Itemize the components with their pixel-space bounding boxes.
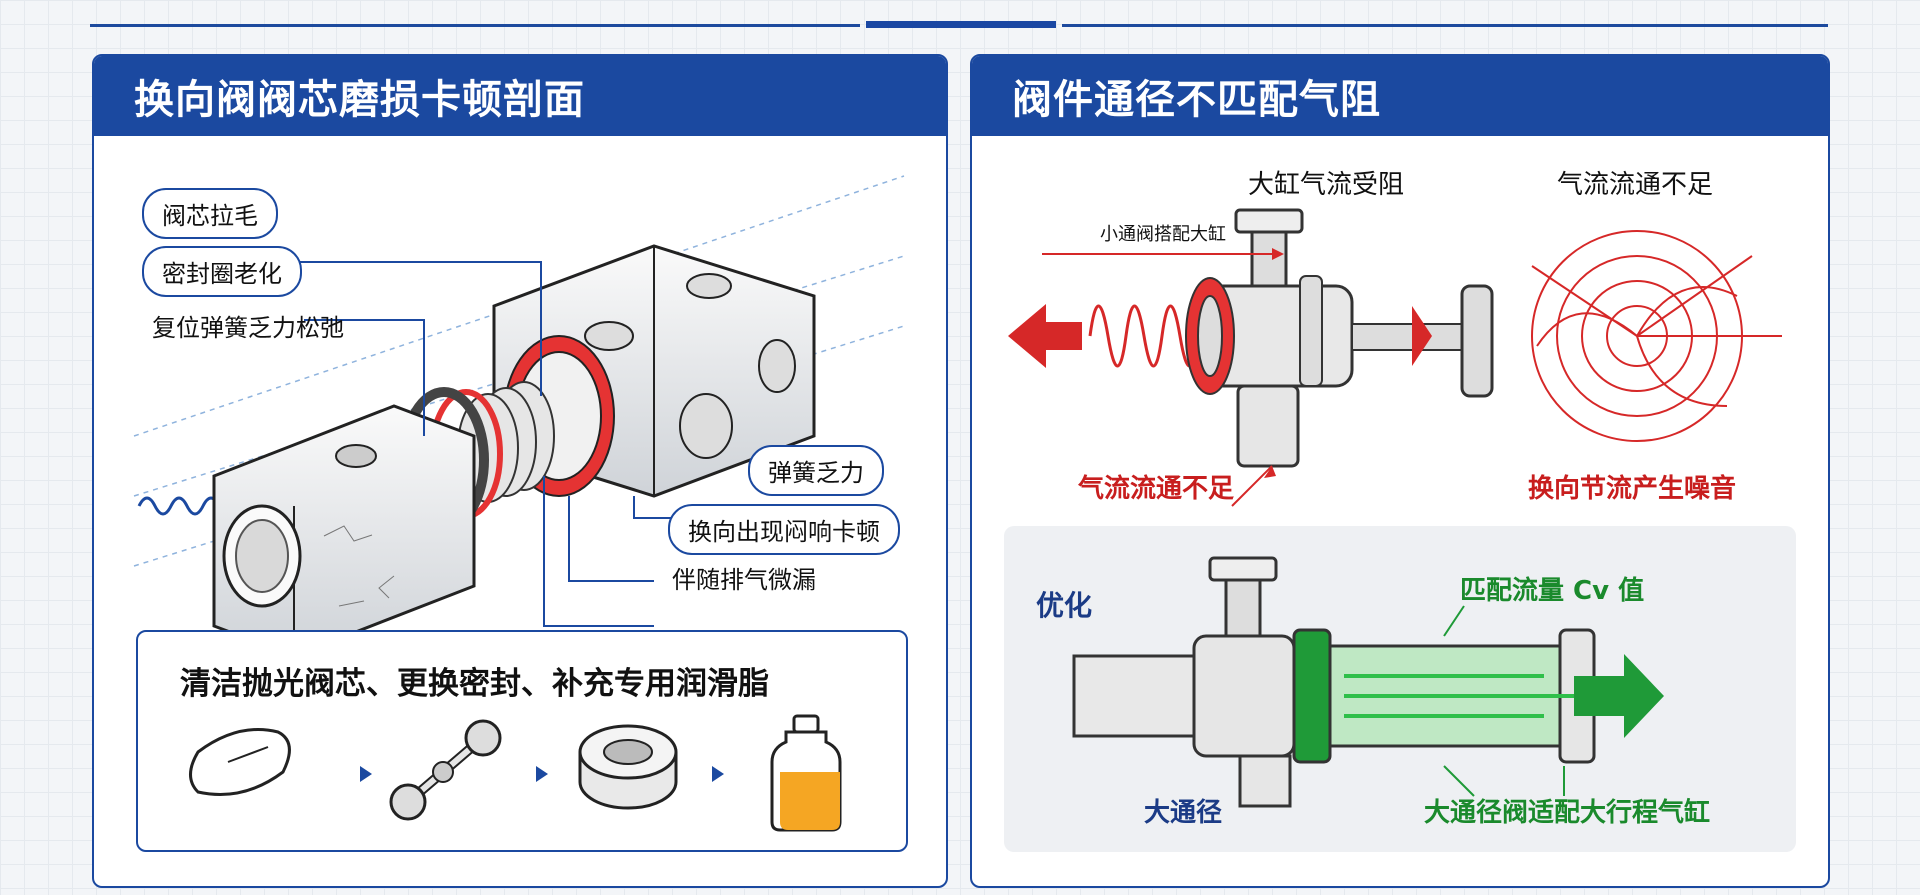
panel-title: 换向阀阀芯磨损卡顿剖面: [134, 77, 585, 123]
fix-steps: [189, 714, 842, 832]
valve-cutaway-illustration: [133, 175, 905, 658]
polishing-cloth-icon: [189, 728, 291, 796]
label-airflow-insufficient: 气流流通不足: [1078, 474, 1235, 504]
optimize-box: 优化 匹配流量 Cv 值 大通径 大通径阀适配大行程气缸: [1004, 526, 1796, 852]
callout-seal-aging: 密封圈老化: [142, 246, 302, 297]
noise-burst-icon: [1531, 230, 1782, 442]
valve-spool-icon: [389, 719, 502, 821]
callout-micro-leak: 伴随排气微漏: [672, 566, 816, 594]
label-airflow-insufficient-top: 气流流通不足: [1557, 170, 1714, 200]
arrow-icon: [360, 766, 372, 782]
callout-switching-stick: 换向出现闷响卡顿: [668, 504, 900, 555]
mismatch-illustration: [1008, 208, 1782, 507]
fix-box: 清洁抛光阀芯、更换密封、补充专用润滑脂: [136, 630, 908, 852]
label-small-valve-big-cylinder: 小通阀搭配大缸: [1100, 224, 1226, 245]
optimized-valve-illustration: [1072, 556, 1664, 808]
seal-ring-icon: [578, 724, 678, 810]
top-rule-right: [1062, 24, 1828, 27]
label-cylinder-flow-blocked: 大缸气流受阻: [1248, 170, 1405, 200]
label-large-bore: 大通径: [1144, 798, 1223, 828]
panel-header: 换向阀阀芯磨损卡顿剖面: [94, 56, 946, 136]
grease-bottle-icon: [770, 714, 842, 832]
spool-wear-panel: 换向阀阀芯磨损卡顿剖面: [92, 54, 948, 888]
top-rule-left: [90, 24, 860, 27]
arrow-icon: [536, 766, 548, 782]
label-match-cv: 匹配流量 Cv 值: [1460, 576, 1645, 606]
callout-return-spring-loose: 复位弹簧乏力松弛: [152, 314, 344, 342]
label-optimize: 优化: [1036, 589, 1093, 622]
callout-spool-scratch: 阀芯拉毛: [142, 188, 278, 239]
top-rule-accent: [866, 21, 1056, 28]
panel-title: 阀件通径不匹配气阻: [1012, 77, 1381, 123]
fix-title: 清洁抛光阀芯、更换密封、补充专用润滑脂: [180, 666, 769, 702]
label-large-valve-long-stroke: 大通径阀适配大行程气缸: [1424, 798, 1711, 828]
bore-mismatch-panel: 阀件通径不匹配气阻: [970, 54, 1830, 888]
callout-spring-weak: 弹簧乏力: [748, 445, 884, 496]
arrow-icon: [712, 766, 724, 782]
left-arrow-icon: [1008, 304, 1082, 368]
label-throttling-noise: 换向节流产生噪音: [1528, 474, 1737, 504]
panel-header: 阀件通径不匹配气阻: [972, 56, 1828, 136]
right-arrow-icon: [1574, 654, 1664, 738]
